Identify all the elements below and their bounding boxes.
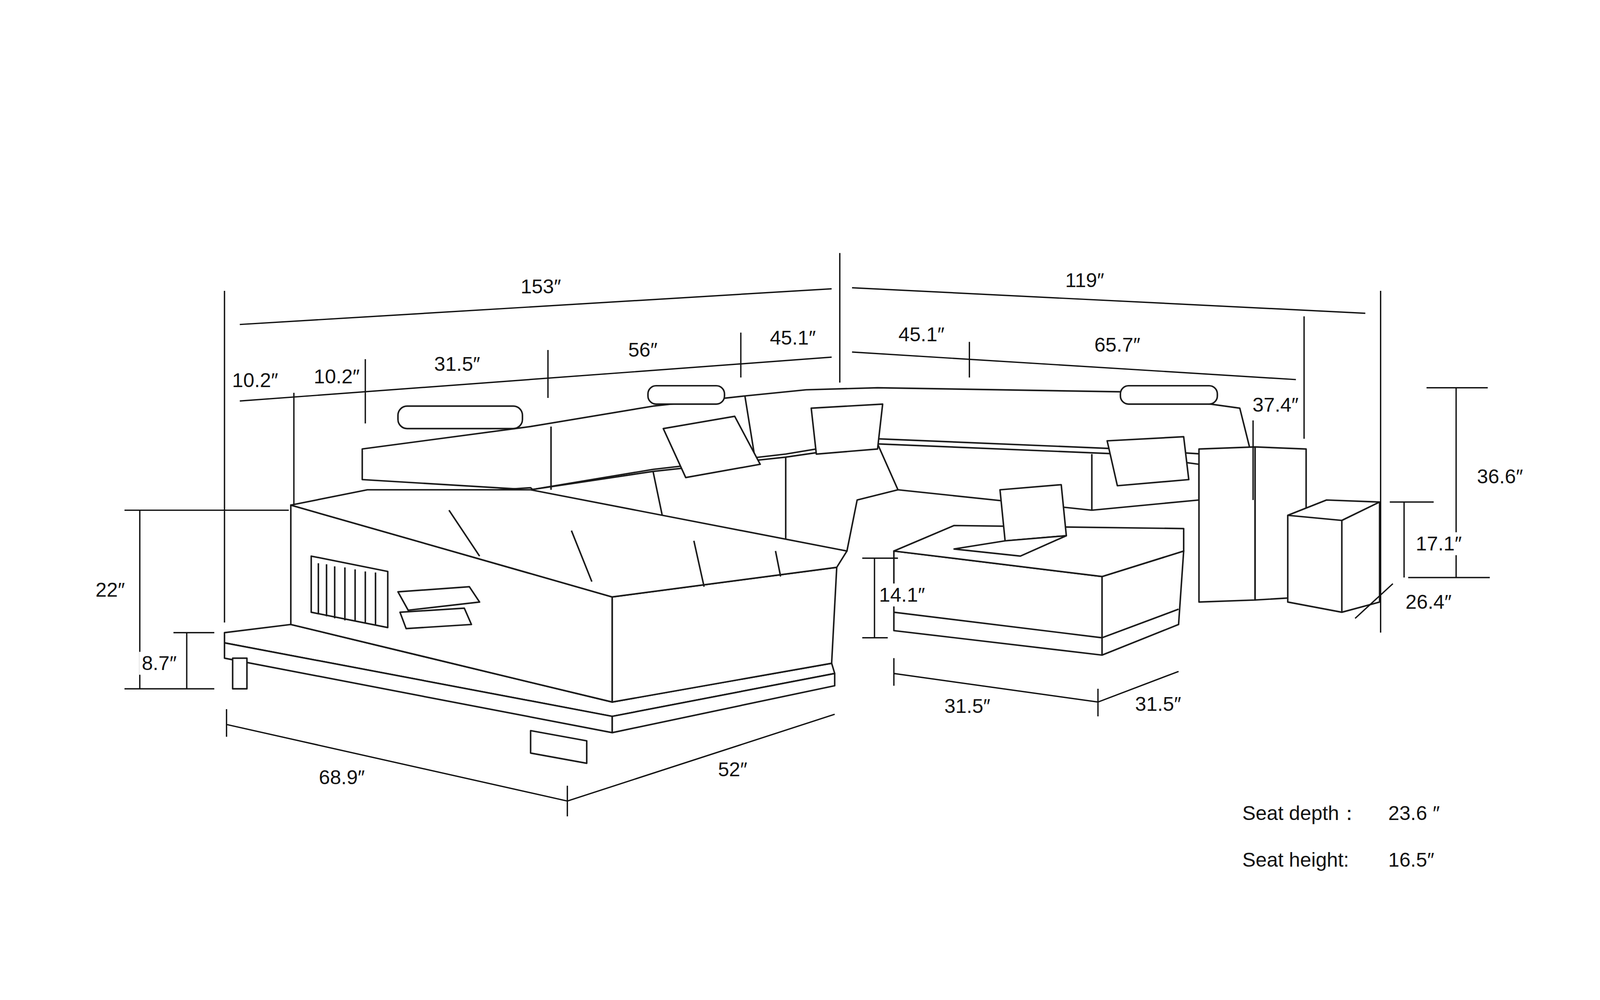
- pillow: [811, 404, 883, 455]
- spec-note: 16.5″: [1385, 848, 1437, 872]
- dimension-line: [567, 714, 835, 801]
- extension-line: [293, 332, 970, 505]
- extension-line: [224, 252, 1381, 633]
- dimension-label: 56″: [625, 338, 660, 362]
- laptop-screen: [1000, 484, 1067, 541]
- dimension-label: 37.4″: [1250, 393, 1301, 417]
- ottoman: [1287, 500, 1380, 613]
- ottoman-edge: [1287, 502, 1380, 613]
- headrest: [397, 406, 523, 429]
- spec-note: Seat height:: [1240, 848, 1352, 872]
- dimension-label: 22″: [92, 578, 128, 602]
- dimension-label: 17.1″: [1413, 532, 1465, 556]
- dimension-label: 10.2″: [311, 365, 363, 388]
- pillow: [1107, 436, 1189, 486]
- dimension-label: 153″: [517, 275, 564, 299]
- leader-line: [1252, 420, 1254, 500]
- dimension-line: [226, 709, 568, 817]
- dimension-line: [124, 510, 289, 689]
- dimension-label: 36.6″: [1474, 465, 1526, 488]
- dimension-label: 45.1″: [895, 323, 947, 347]
- dimension-label: 14.1″: [876, 583, 928, 607]
- book-stack: [397, 586, 480, 629]
- chaise-seam: [449, 510, 781, 587]
- books: [318, 563, 376, 626]
- arm-front: [1199, 447, 1256, 603]
- sofa-foot: [530, 730, 587, 763]
- dimension-label: 45.1″: [767, 326, 819, 350]
- dimension-label: 65.7″: [1091, 333, 1143, 357]
- dimension-label: 31.5″: [1132, 692, 1184, 716]
- dimension-label: 68.9″: [316, 766, 368, 790]
- headrest: [1120, 385, 1218, 405]
- table-stripe: [893, 576, 1179, 656]
- dimension-label: 26.4″: [1402, 590, 1454, 614]
- spec-note: Seat depth：: [1240, 801, 1362, 825]
- pillow: [663, 416, 761, 478]
- dimension-label: 119″: [1062, 269, 1107, 293]
- dimension-label: 31.5″: [941, 694, 993, 718]
- dimension-label: 31.5″: [431, 352, 483, 376]
- spec-note: 23.6 ″: [1385, 801, 1443, 825]
- dimension-line: [1355, 583, 1393, 619]
- dimension-label: 52″: [715, 757, 750, 781]
- book-shelf: [311, 556, 388, 628]
- headrest: [647, 385, 725, 405]
- dimension-lines: [124, 252, 1490, 817]
- dimension-line: [173, 632, 215, 689]
- dimension-line: [852, 352, 1296, 380]
- sofa-foot: [232, 658, 247, 689]
- laptop-base: [954, 535, 1067, 557]
- sofa-drawing: [224, 385, 1380, 764]
- dimension-label: 10.2″: [229, 369, 281, 393]
- dimension-line: [240, 357, 832, 401]
- dimension-line: [852, 287, 1366, 314]
- dimension-label: 8.7″: [139, 651, 180, 675]
